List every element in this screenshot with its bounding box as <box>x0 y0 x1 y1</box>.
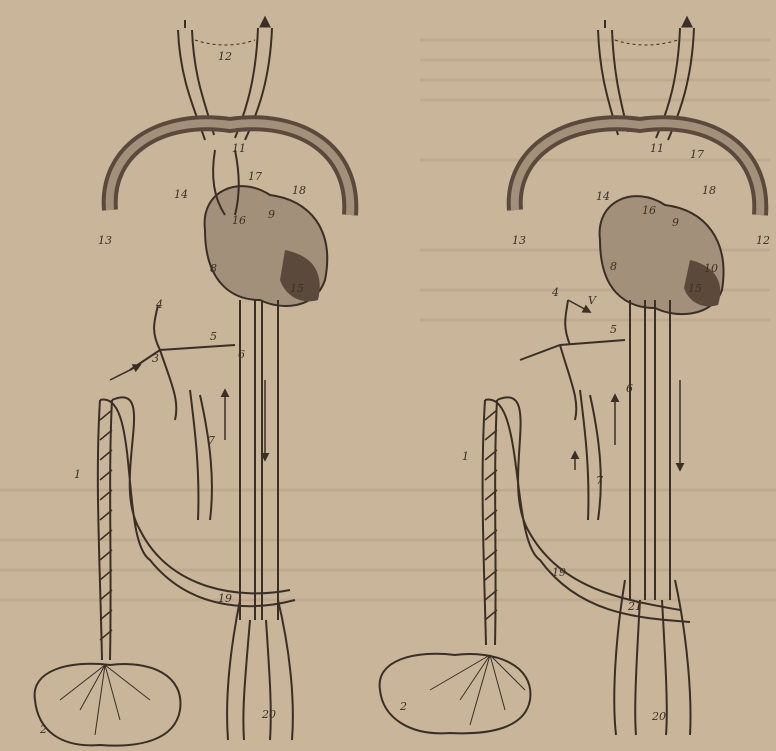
right-label-17: 17 <box>690 148 704 161</box>
right-label-21: 21 <box>627 600 642 613</box>
left-label-1: 1 <box>74 468 81 481</box>
right-label-5: 5 <box>610 323 617 336</box>
right-label-1: 1 <box>462 450 469 463</box>
right-label-10: 10 <box>704 262 718 275</box>
left-label-17: 17 <box>248 170 262 183</box>
left-label-12: 12 <box>218 50 232 63</box>
right-label-14: 14 <box>596 190 610 203</box>
left-label-3: 3 <box>152 352 159 365</box>
right-label-8: 8 <box>610 260 617 273</box>
left-label-8: 8 <box>210 262 217 275</box>
left-label-19: 19 <box>218 592 232 605</box>
left-label-4: 4 <box>155 298 163 311</box>
right-label-v: V <box>588 294 597 307</box>
left-umbilical-cord <box>98 400 112 660</box>
right-label-11: 11 <box>650 142 664 155</box>
right-label-13: 13 <box>512 234 526 247</box>
right-label-4: 4 <box>551 286 559 299</box>
left-label-14: 14 <box>174 188 188 201</box>
left-liver-branches <box>130 305 235 520</box>
left-label-7: 7 <box>208 434 215 447</box>
right-placenta <box>380 654 531 734</box>
left-label-9: 9 <box>268 208 275 221</box>
right-label-9: 9 <box>672 216 679 229</box>
left-label-2: 2 <box>39 723 47 736</box>
left-label-16: 16 <box>232 214 246 227</box>
right-label-16: 16 <box>642 204 656 217</box>
left-label-18: 18 <box>292 184 306 197</box>
left-label-5: 5 <box>210 330 217 343</box>
right-label-7: 7 <box>596 474 603 487</box>
left-figure: 1 2 3 4 5 6 7 8 9 11 12 13 14 15 16 17 1… <box>35 18 351 746</box>
left-label-13: 13 <box>98 234 112 247</box>
right-label-18: 18 <box>702 184 716 197</box>
left-label-11: 11 <box>232 142 246 155</box>
left-label-6: 6 <box>238 348 245 361</box>
left-aorta-trunk <box>240 300 278 620</box>
right-figure: 1 2 4 5 6 7 8 9 10 11 12 13 14 15 16 17 … <box>380 18 770 735</box>
left-label-20: 20 <box>261 708 276 721</box>
right-label-12: 12 <box>756 234 770 247</box>
right-label-15: 15 <box>688 282 702 295</box>
right-label-2: 2 <box>399 700 407 713</box>
right-aorta-trunk <box>630 300 670 600</box>
right-label-6: 6 <box>626 382 633 395</box>
right-label-19: 19 <box>552 566 566 579</box>
right-label-20: 20 <box>651 710 666 723</box>
left-label-15: 15 <box>290 282 304 295</box>
